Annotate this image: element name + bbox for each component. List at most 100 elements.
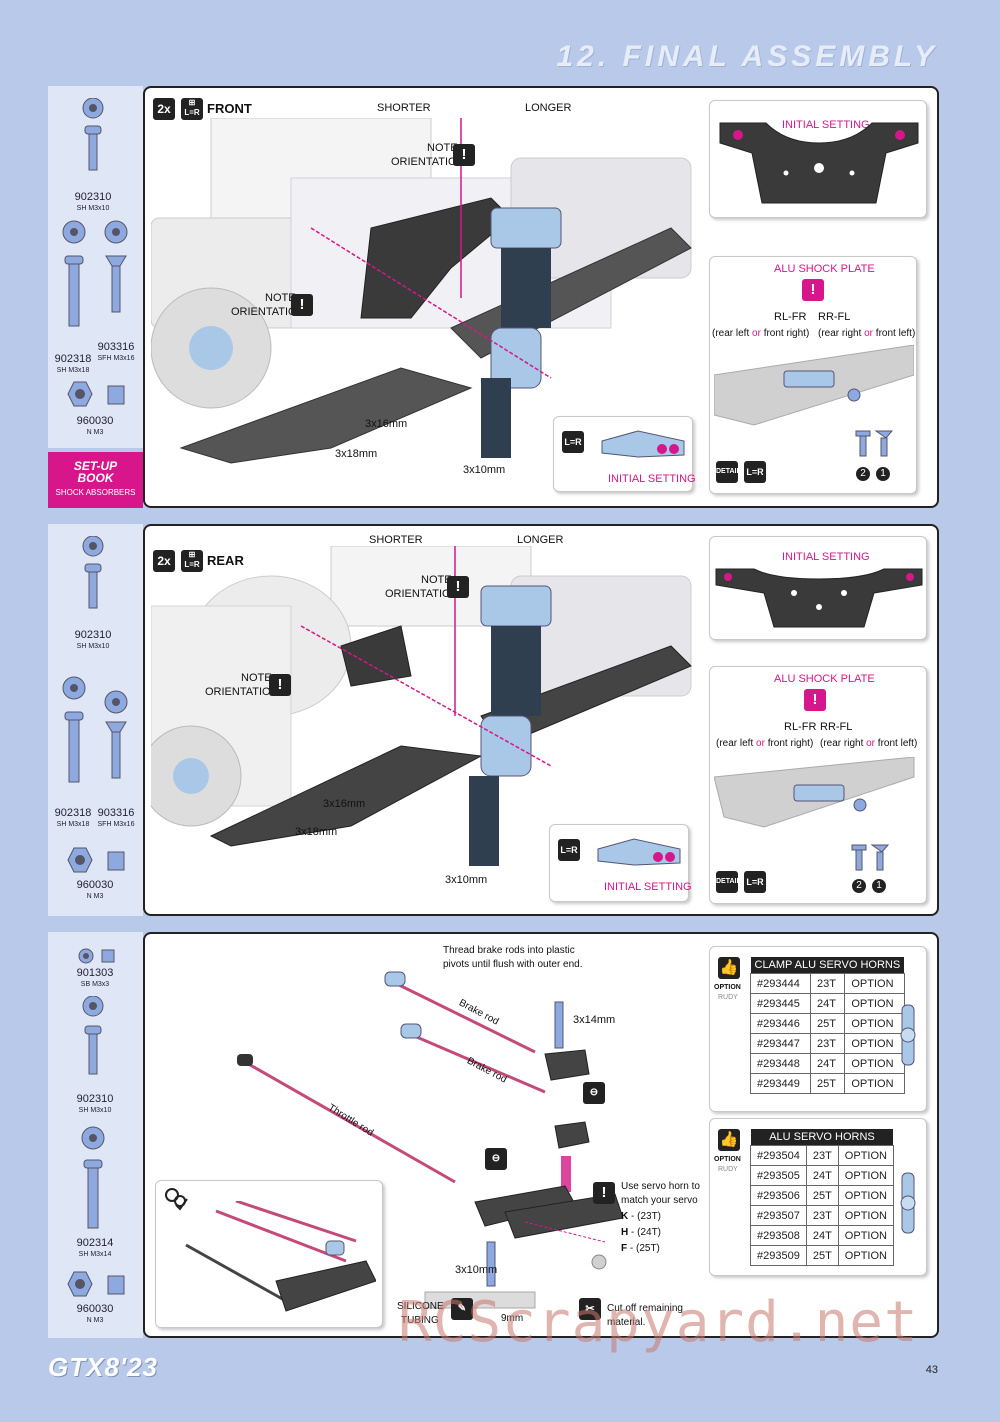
- rl-fr-label: RL-FR: [774, 311, 807, 323]
- note-icon-2-rear: !: [269, 674, 291, 696]
- panel-front-shocks: 2x ⊞L=R FRONT SHORTER LONGER NOTE ORIENT…: [143, 86, 939, 508]
- rr-fl-label: RR-FL: [818, 311, 851, 323]
- servo-note-line1: Use servo horn to: [621, 1181, 700, 1192]
- thumbs-up-icon-1: 👍: [718, 957, 740, 979]
- setup-book-badge[interactable]: SET-UP BOOK SHOCK ABSORBERS: [48, 452, 143, 508]
- silicone-label-1: SILICONE: [397, 1301, 444, 1312]
- tool-detail-illustration: [185, 1201, 376, 1312]
- screw-label-3x10-rear: 3x10mm: [445, 874, 488, 886]
- longer-label: LONGER: [525, 102, 572, 114]
- page-number: 43: [925, 1364, 938, 1376]
- screw-901303-icon: [78, 948, 115, 964]
- alu-screws-icon-rear: [851, 844, 890, 871]
- screw-label-3x10: 3x10mm: [463, 464, 506, 476]
- rr-fl-desc-rear: (rear right or front left): [820, 738, 918, 749]
- position-label: FRONT: [207, 101, 252, 116]
- badge-number-2: 2: [856, 467, 870, 481]
- note-icon-1-rear: !: [447, 576, 469, 598]
- rr-fl-label-rear: RR-FL: [820, 721, 853, 733]
- thumbs-up-icon-2: 👍: [718, 1129, 740, 1151]
- panel-brake-throttle-linkage: Thread brake rods into plastic pivots un…: [143, 932, 939, 1338]
- watermark: RCScrapyard.net: [398, 1290, 919, 1355]
- qty-badge: 2x: [153, 98, 175, 120]
- option-brand-2: RUDY: [718, 1166, 738, 1173]
- detail-icon-rear: DETAIL: [716, 871, 741, 893]
- initial-setting-box-top-rear: INITIAL SETTING: [709, 536, 927, 640]
- footer-logo: GTX8'23: [48, 1352, 159, 1382]
- servo-option-h: H - (24T): [621, 1227, 662, 1238]
- servo-note-icon: !: [593, 1182, 615, 1204]
- option-brand-1: RUDY: [718, 994, 738, 1001]
- silicone-tubing-icon: ✎: [451, 1298, 473, 1320]
- screw-label-3x10-linkage: 3x10mm: [455, 1264, 498, 1276]
- initial-setting-label: INITIAL SETTING: [782, 119, 870, 131]
- rl-fr-desc: (rear left or front right): [712, 328, 810, 339]
- detail-icon: DETAIL: [716, 461, 741, 483]
- setup-book-line1: SET-UP: [73, 459, 118, 473]
- lr-icon-rear: ⊞L=R: [181, 550, 203, 572]
- alu-lr-icon: L=R: [744, 461, 766, 483]
- orientation-label-1-rear: ORIENTATION: [385, 588, 459, 600]
- screw-label-3x16: 3x16mm: [365, 418, 408, 430]
- thread-note-line1: Thread brake rods into plastic: [443, 945, 575, 956]
- note-icon-1: !: [453, 144, 475, 166]
- alu-horns-title: ALU SERVO HORNS: [750, 1129, 894, 1146]
- lr-box-icon: L=R: [562, 431, 584, 453]
- nut-960030-icon-rear: [67, 847, 125, 873]
- alu-shock-plate-illustration-rear: [714, 757, 915, 828]
- note-label-2: NOTE: [265, 292, 296, 304]
- orientation-label-2: ORIENTATION: [231, 306, 305, 318]
- qty-badge-rear: 2x: [153, 550, 175, 572]
- tool-detail-inset: [155, 1180, 383, 1328]
- nut-960030-icon-linkage: [67, 1271, 125, 1297]
- linkage-illustration: [237, 971, 624, 1309]
- clamp-servo-horn-icon: [900, 1004, 916, 1066]
- note-label-2-rear: NOTE: [241, 672, 272, 684]
- page-title: 12. FINAL ASSEMBLY: [556, 40, 938, 73]
- cut-note-line1: Cut off remaining: [607, 1303, 683, 1314]
- servo-option-f: F - (25T): [621, 1243, 660, 1254]
- panel-rear-shocks: 2x ⊞L=R REAR SHORTER LONGER NOTE ORIENTA…: [143, 524, 939, 916]
- cut-note-line2: material.: [607, 1317, 646, 1328]
- screw-label-3x16-rear: 3x16mm: [323, 798, 366, 810]
- alu-shock-plate-illustration: [714, 345, 914, 426]
- screw-label-3x14: 3x14mm: [573, 1014, 616, 1026]
- initial-setting-box-top: INITIAL SETTING: [709, 100, 927, 218]
- shock-mount-icon-rear: [597, 838, 681, 866]
- shorter-label-rear: SHORTER: [369, 534, 423, 546]
- screw-902310-icon: [82, 98, 104, 171]
- silicone-label-2: TUBING: [401, 1315, 439, 1326]
- alu-note-icon: !: [802, 279, 824, 301]
- gears-check-icon: [165, 1188, 188, 1211]
- alu-screws-icon: [855, 430, 894, 457]
- orientation-label-2-rear: ORIENTATION: [205, 686, 279, 698]
- badge-number-1: 1: [876, 467, 890, 481]
- alu-lr-icon-rear: L=R: [744, 871, 766, 893]
- option-word-1: OPTION: [714, 984, 741, 991]
- note-label-1-rear: NOTE: [421, 574, 452, 586]
- position-label-rear: REAR: [207, 553, 244, 568]
- longer-label-rear: LONGER: [517, 534, 564, 546]
- shorter-label: SHORTER: [377, 102, 431, 114]
